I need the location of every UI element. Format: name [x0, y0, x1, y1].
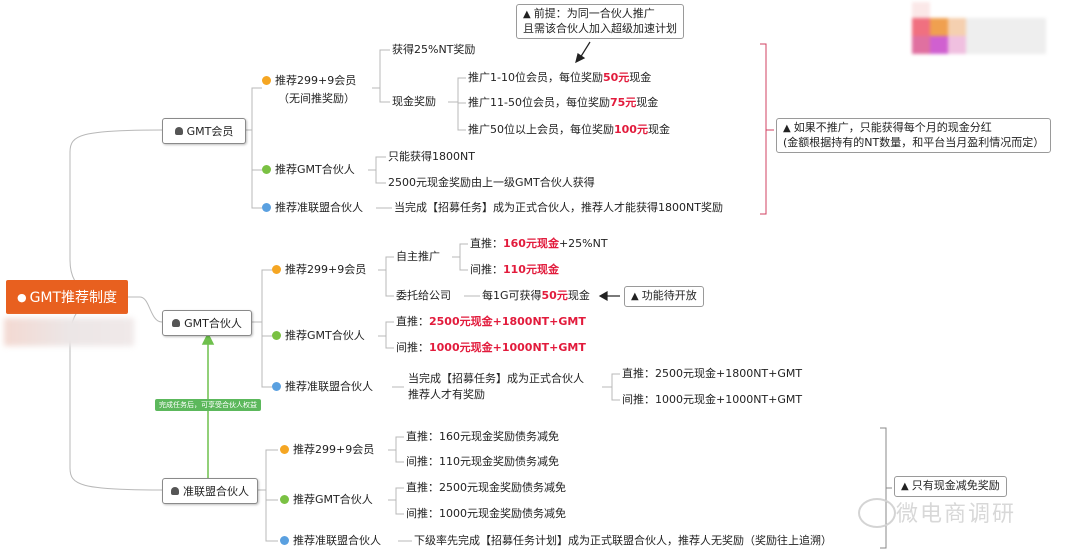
associate-b3-c1: 下级率先完成【招募任务计划】成为正式联盟合伙人，推荐人无奖励（奖励往上追溯） [414, 534, 832, 547]
blurred-swatches [912, 2, 1052, 62]
member-b3-c1: 当完成【招募任务】成为正式合伙人，推荐人才能获得1800NT奖励 [394, 201, 723, 214]
watermark: 微电商调研 [896, 502, 1017, 527]
associate-b3-label: 推荐准联盟合伙人 [280, 534, 381, 548]
partner-indirect-2: 间推：1000元现金+1000NT+GMT [396, 341, 586, 354]
associate-node[interactable]: 准联盟合伙人 [162, 478, 258, 504]
partner-self-promo: 自主推广 [396, 250, 440, 263]
person-icon [174, 127, 183, 135]
member-b2-c1: 只能获得1800NT [388, 150, 475, 163]
money-bag-icon: ● [16, 290, 27, 304]
associate-b2-indirect: 间推：1000元现金奖励债务减免 [406, 507, 566, 520]
priority-1-icon [280, 444, 289, 454]
partner-b3-c1: 当完成【招募任务】成为正式合伙人 [408, 372, 584, 385]
partner-direct-1: 直推：160元现金+25%NT [470, 237, 608, 250]
associate-b2-label: 推荐GMT合伙人 [280, 493, 373, 507]
feature-pending-note: ▲功能待开放 [624, 286, 704, 307]
member-label: GMT会员 [186, 125, 234, 138]
associate-b2-direct: 直推：2500元现金奖励债务减免 [406, 481, 566, 494]
member-b3-label: 推荐准联盟合伙人 [262, 201, 363, 215]
priority-2-icon [262, 164, 271, 174]
warning-icon: ▲ [523, 9, 531, 20]
partner-b3-indirect: 间推：1000元现金+1000NT+GMT [622, 393, 803, 406]
person-icon [172, 319, 181, 327]
priority-3-icon [272, 381, 281, 391]
blurred-region [4, 318, 134, 346]
partner-b2-label: 推荐GMT合伙人 [272, 329, 365, 343]
associate-b1-direct: 直推：160元现金奖励债务减免 [406, 430, 559, 443]
member-b1-label: 推荐299+9会员 [262, 74, 356, 88]
warning-icon: ▲ [783, 123, 791, 134]
partner-direct-2: 直推：2500元现金+1800NT+GMT [396, 315, 586, 328]
wechat-icon [858, 498, 896, 528]
partner-label: GMT合伙人 [184, 317, 242, 330]
root-node[interactable]: ● GMT推荐制度 [6, 280, 128, 314]
member-premise-note: ▲前提：为同一合伙人推广 且需该合伙人加入超级加速计划 [516, 4, 684, 39]
priority-3-icon [262, 202, 271, 212]
member-tier-2: 推广11-50位会员，每位奖励75元现金 [468, 96, 659, 109]
member-tier-1: 推广1-10位会员，每位奖励50元现金 [468, 71, 652, 84]
associate-label: 准联盟合伙人 [183, 485, 249, 498]
associate-cash-note: ▲只有现金减免奖励 [894, 476, 1007, 497]
member-b2-c2: 2500元现金奖励由上一级GMT合伙人获得 [388, 176, 595, 189]
root-label: GMT推荐制度 [29, 290, 118, 306]
associate-b1-indirect: 间推：110元现金奖励债务减免 [406, 455, 559, 468]
member-cash-reward: 现金奖励 [392, 95, 436, 108]
priority-1-icon [272, 264, 281, 274]
partner-b3-direct: 直推：2500元现金+1800NT+GMT [622, 367, 803, 380]
priority-2-icon [272, 330, 281, 340]
partner-entrust-reward: 每1G可获得50元现金 [482, 289, 590, 302]
member-b2-label: 推荐GMT合伙人 [262, 163, 355, 177]
partner-node[interactable]: GMT合伙人 [162, 310, 252, 336]
member-tier-3: 推广50位以上会员，每位奖励100元现金 [468, 123, 670, 136]
member-node[interactable]: GMT会员 [162, 118, 246, 144]
partner-b3-c2: 推荐人才有奖励 [408, 388, 485, 401]
priority-3-icon [280, 535, 289, 545]
partner-b1-label: 推荐299+9会员 [272, 263, 366, 277]
person-icon [171, 487, 179, 495]
partner-entrust: 委托给公司 [396, 289, 451, 302]
member-b1-sub: （无间推奖励） [278, 92, 355, 105]
warning-icon: ▲ [901, 481, 909, 492]
member-nt-reward: 获得25%NT奖励 [392, 43, 476, 56]
warning-icon: ▲ [631, 291, 639, 302]
partner-b3-label: 推荐准联盟合伙人 [272, 380, 373, 394]
priority-2-icon [280, 494, 289, 504]
partner-indirect-1: 间推：110元现金 [470, 263, 559, 276]
associate-b1-label: 推荐299+9会员 [280, 443, 374, 457]
priority-1-icon [262, 75, 271, 85]
member-no-promo-note: ▲如果不推广，只能获得每个月的现金分红 (金额根据持有的NT数量，和平台当月盈利… [776, 118, 1052, 153]
upgrade-tag: 完成任务后，可享受合伙人权益 [155, 399, 261, 411]
